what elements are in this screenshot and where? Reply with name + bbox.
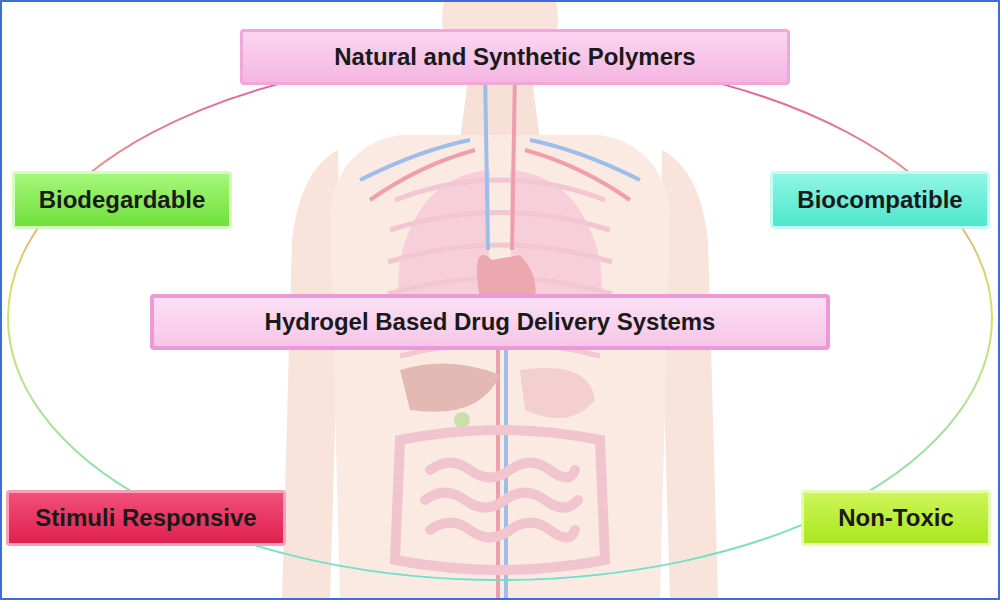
- property-box: Biocompatible: [770, 171, 990, 229]
- node-label: Hydrogel Based Drug Delivery Systems: [265, 308, 716, 337]
- property-box: Non-Toxic: [801, 490, 991, 546]
- central-box: Hydrogel Based Drug Delivery Systems: [150, 294, 830, 350]
- node-label: Stimuli Responsive: [35, 504, 256, 533]
- property-box: Stimuli Responsive: [6, 490, 286, 546]
- node-label: Non-Toxic: [838, 504, 954, 533]
- property-box: Biodegardable: [12, 171, 232, 229]
- node-label: Natural and Synthetic Polymers: [334, 43, 695, 72]
- node-label: Biocompatible: [797, 186, 962, 215]
- node-label: Biodegardable: [39, 186, 206, 215]
- polymer-box: Natural and Synthetic Polymers: [240, 29, 790, 85]
